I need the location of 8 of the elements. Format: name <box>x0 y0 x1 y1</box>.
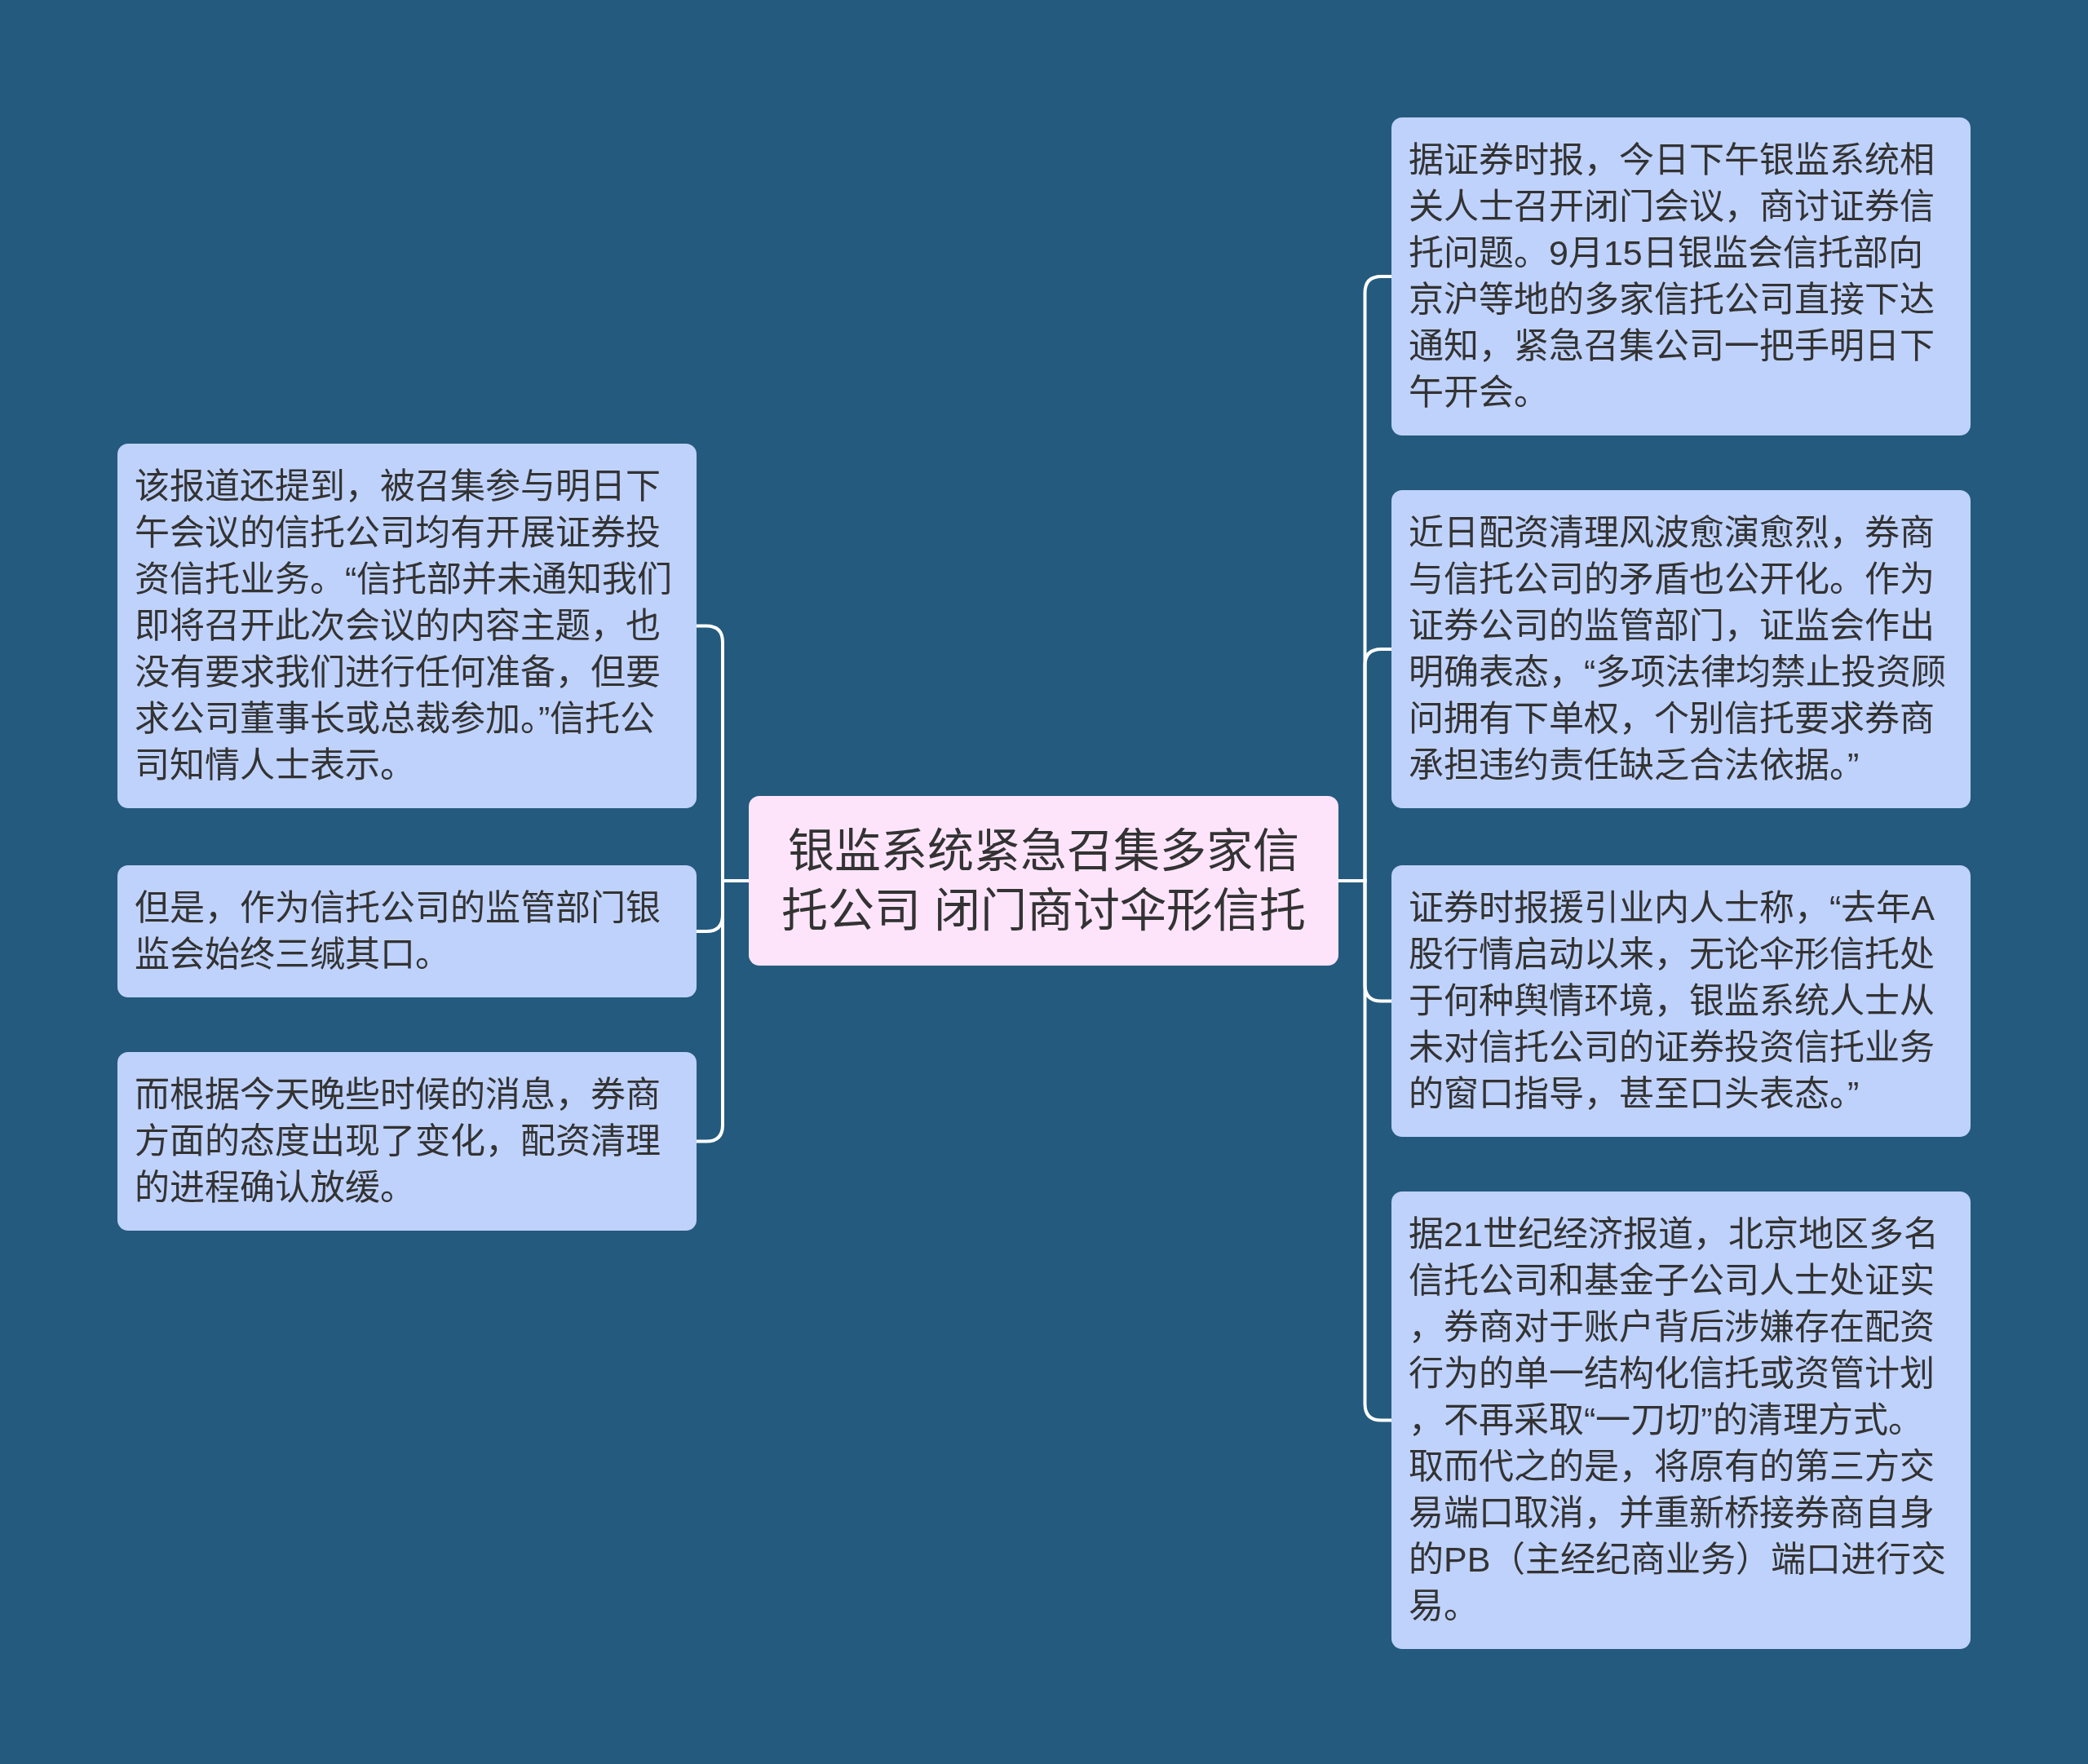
topic-box: 据证券时报，今日下午银监系统相关人士召开闭门会议，商讨证券信托问题。9月15日银监会信托部向京沪等地的多家信托公司直接下达通知，紧急召集公司一把手明日下午开会。 <box>1391 117 1971 435</box>
topic-box: 而根据今天晚些时候的消息，券商方面的态度出现了变化，配资清理的进程确认放缓。 <box>117 1052 697 1231</box>
topic-box: 该报道还提到，被召集参与明日下午会议的信托公司均有开展证券投资信托业务。“信托部并未通知我们即将召开此次会议的内容主题，也没有要求我们进行任何准备，但要求公司董事长或总裁参加。”信托公司知情人士表示。 <box>117 444 697 808</box>
topic-box: 证券时报援引业内人士称，“去年A股行情启动以来，无论伞形信托处于何种舆情环境，银监系统人士从未对信托公司的证券投资信托业务的窗口指导，甚至口头表态。” <box>1391 865 1971 1137</box>
topic-box: 据21世纪经济报道，北京地区多名信托公司和基金子公司人士处证实，券商对于账户背后涉嫌存在配资行为的单一结构化信托或资管计划，不再采取“一刀切”的清理方式。取而代之的是，将原有的第三方交易端口取消，并重新桥接券商自身的PB（主经纪商业务）端口进行交易。 <box>1391 1191 1971 1649</box>
topic-box: 近日配资清理风波愈演愈烈，券商与信托公司的矛盾也公开化。作为证券公司的监管部门，证监会作出明确表态，“多项法律均禁止投资顾问拥有下单权，个别信托要求券商承担违约责任缺乏合法依据。” <box>1391 490 1971 808</box>
central-topic-box: 银监系统紧急召集多家信托公司 闭门商讨伞形信托 <box>749 796 1338 966</box>
topic-box: 但是，作为信托公司的监管部门银监会始终三缄其口。 <box>117 865 697 997</box>
